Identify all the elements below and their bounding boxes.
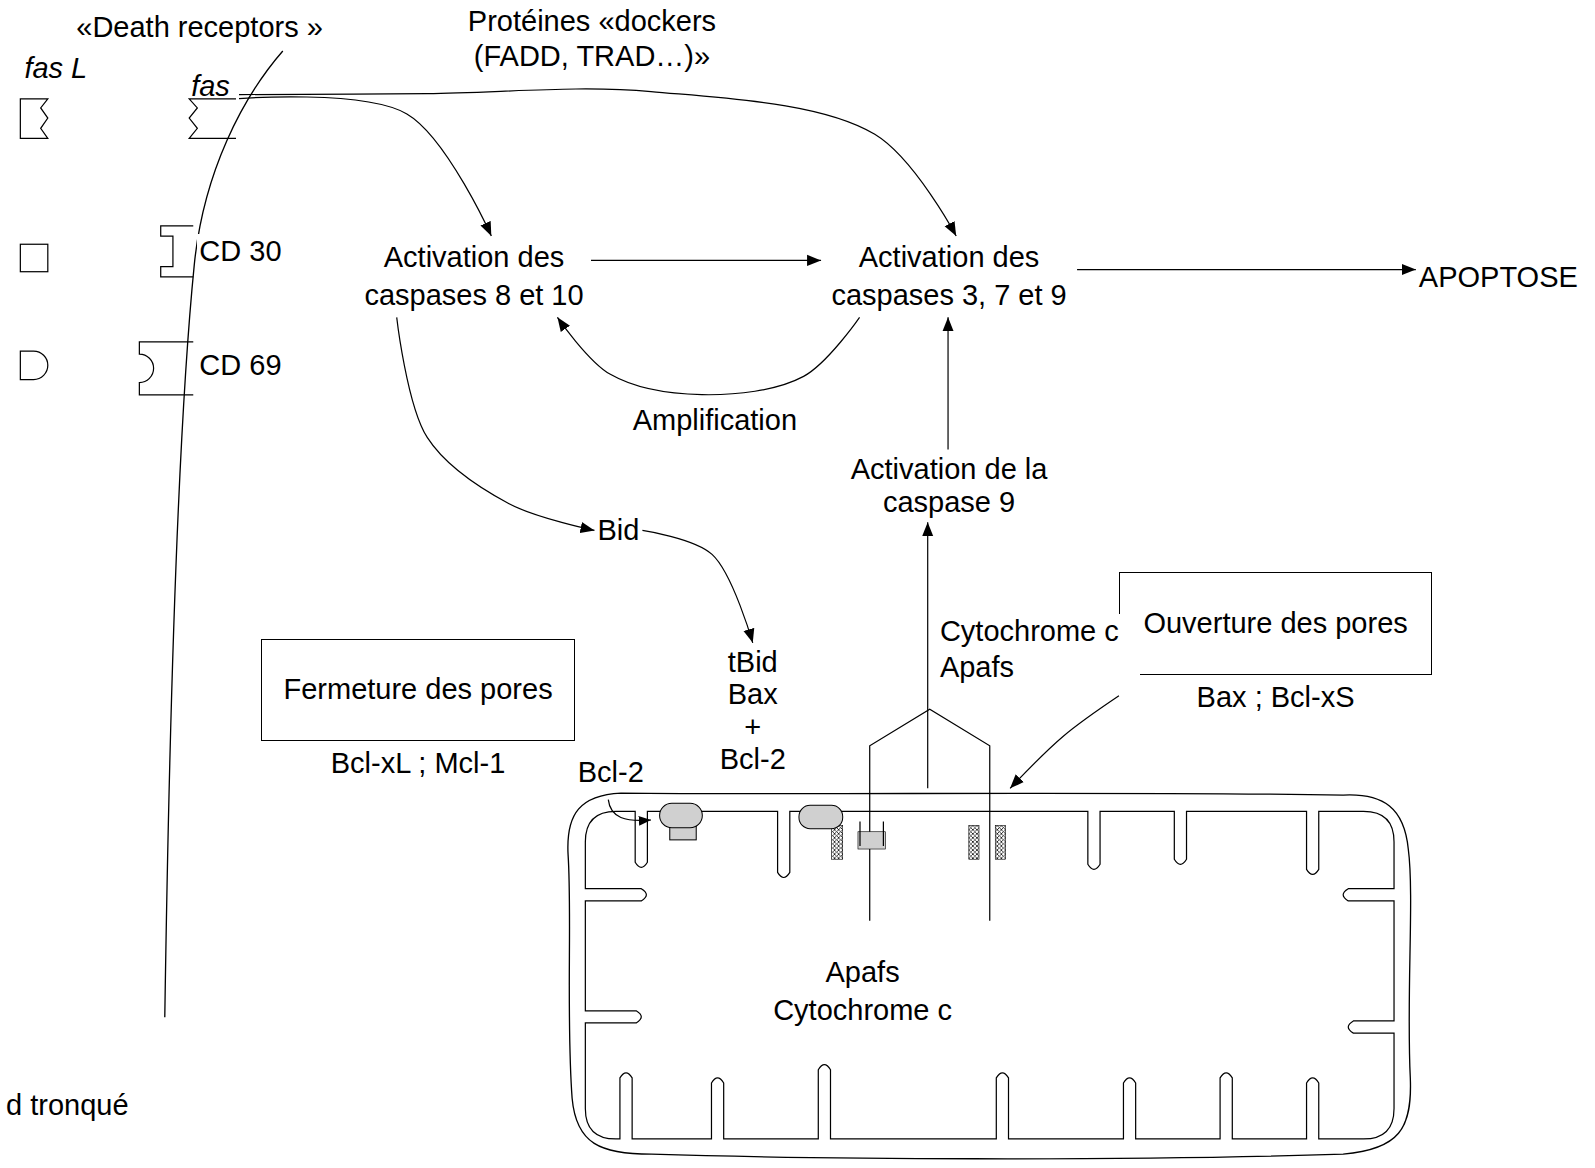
arrow-connector xyxy=(927,522,928,788)
pore-protein xyxy=(831,826,842,860)
node-text: Bid xyxy=(598,512,640,550)
bcl2-protein xyxy=(799,806,843,829)
node-text: tBid xyxy=(720,646,786,678)
process-text: Activation des caspases 8 et 10 xyxy=(357,236,591,317)
membrane-proteins xyxy=(659,804,1005,860)
outcome-text: APOPTOSE xyxy=(1416,256,1581,300)
arrow-connector xyxy=(397,317,595,530)
receptor-label: CD 30 xyxy=(197,234,283,269)
box-title: Ouverture des pores xyxy=(1143,605,1407,643)
node-text: Activation des caspases 8 et 10 xyxy=(360,239,588,314)
protein-label: Bcl-2 xyxy=(576,755,646,790)
outer-membrane xyxy=(567,793,1410,1159)
box-caption: Bax ; Bcl-xS xyxy=(1119,679,1432,717)
cd69-receptor-symbol xyxy=(139,342,193,395)
arrow-connector xyxy=(947,317,948,449)
receptor-group-title: «Death receptors » xyxy=(74,10,325,45)
note-label: d tronqué xyxy=(4,1088,131,1123)
edge-label: Protéines «dockers (FADD, TRAD…)» xyxy=(456,4,728,75)
box-outline: Ouverture des pores xyxy=(1119,572,1432,676)
leader-arrow xyxy=(608,800,651,821)
arrow-connector xyxy=(642,530,752,642)
box-caption: Bcl-xL ; Mcl-1 xyxy=(261,745,574,783)
cell-membrane xyxy=(165,51,283,1017)
process-text: Activation de la caspase 9 xyxy=(842,450,1056,523)
edge-label: Cytochrome c Apafs xyxy=(938,614,1140,685)
protein-stack: tBidBax+Bcl-2 xyxy=(717,643,789,779)
box-title: Fermeture des pores xyxy=(283,671,552,709)
pore-protein xyxy=(968,826,978,860)
node-text: APOPTOSE xyxy=(1419,259,1578,297)
fas-ligand-symbol xyxy=(20,99,47,139)
cd69-ligand-symbol xyxy=(20,351,47,379)
ligand-label: fas L xyxy=(22,51,89,86)
process-box: Ouverture des poresBax ; Bcl-xS xyxy=(1119,572,1432,717)
node-text: Activation de la caspase 9 xyxy=(845,453,1053,520)
node-text: + xyxy=(720,711,786,743)
node-text: Bax xyxy=(720,678,786,710)
channel-protein xyxy=(858,832,885,849)
edge-label: Amplification xyxy=(631,403,799,438)
receptor-label: CD 69 xyxy=(197,348,283,383)
arrow-connector xyxy=(1077,269,1416,270)
protein-text: Bid xyxy=(595,509,643,553)
arrow-connector xyxy=(239,97,491,236)
fas-receptor-symbol xyxy=(189,99,236,139)
mitochondrion: ApafsCytochrome c xyxy=(565,788,1414,1159)
arrow-connector xyxy=(557,317,859,394)
arrow-connector xyxy=(591,260,821,261)
node-text: fas xyxy=(191,68,236,106)
node-text: Bcl-2 xyxy=(720,743,786,775)
channel-bars xyxy=(860,822,883,846)
molecule-label: Cytochrome c xyxy=(773,992,952,1030)
mitochondrion-content: ApafsCytochrome c xyxy=(773,954,952,1029)
receptor-label: fas xyxy=(188,65,239,140)
inner-membrane xyxy=(585,812,1394,1140)
arrow-connector xyxy=(239,89,956,236)
process-box: Fermeture des poresBcl-xL ; Mcl-1 xyxy=(261,639,574,782)
process-text: Activation des caspases 3, 7 et 9 xyxy=(821,236,1077,317)
bcl2-protein xyxy=(659,804,702,828)
pore-protein xyxy=(995,826,1005,860)
node-text: Activation des caspases 3, 7 et 9 xyxy=(824,239,1074,314)
box-outline: Fermeture des pores xyxy=(261,639,574,741)
molecule-label: Apafs xyxy=(773,954,952,992)
cd30-receptor-symbol xyxy=(161,226,194,277)
mitochondrion-outline xyxy=(565,788,1414,1159)
cd30-ligand-symbol xyxy=(20,244,47,271)
pore-channel xyxy=(870,709,990,921)
arrow-connector xyxy=(1010,696,1119,789)
